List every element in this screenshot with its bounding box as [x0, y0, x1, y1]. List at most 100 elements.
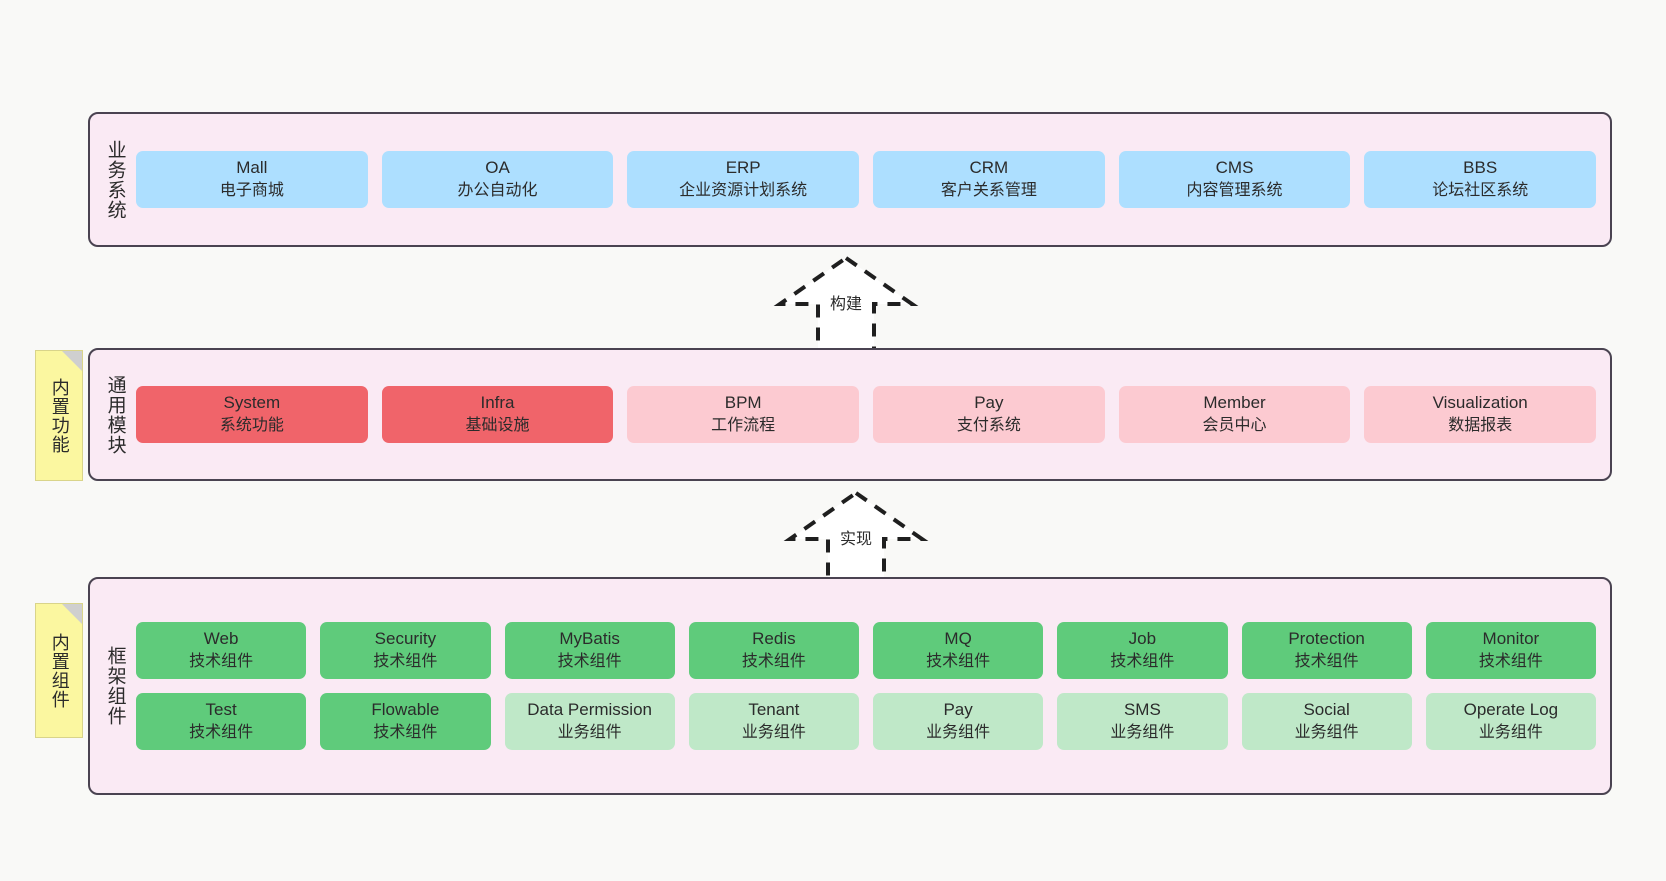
node-title: Redis — [752, 629, 796, 649]
business-node-erp[interactable]: ERP 企业资源计划系统 — [627, 151, 860, 208]
node-subtitle: 业务组件 — [926, 723, 991, 741]
module-node-system[interactable]: System 系统功能 — [136, 386, 368, 443]
framework-tech-row: Web 技术组件 Security 技术组件 MyBatis 技术组件 Redi… — [136, 622, 1596, 679]
node-subtitle: 办公自动化 — [457, 182, 538, 200]
node-title: Test — [205, 700, 237, 719]
node-subtitle: 技术组件 — [189, 653, 254, 671]
node-subtitle: 业务组件 — [1110, 723, 1175, 741]
business-node-oa[interactable]: OA 办公自动化 — [381, 151, 614, 208]
layer-title-business: 业务系统 — [104, 139, 126, 220]
node-subtitle: 电子商城 — [219, 182, 284, 200]
node-subtitle: 工作流程 — [711, 417, 776, 435]
business-node-row: Mall 电子商城 OA 办公自动化 ERP 企业资源计划系统 CRM 客户关系… — [136, 151, 1597, 208]
node-title: Security — [374, 629, 437, 649]
node-title: Pay — [943, 700, 973, 719]
framework-node-social[interactable]: Social 业务组件 — [1241, 693, 1412, 750]
business-node-bbs[interactable]: BBS 论坛社区系统 — [1364, 151, 1597, 208]
module-node-member[interactable]: Member 会员中心 — [1118, 386, 1351, 443]
node-subtitle: 业务组件 — [741, 723, 806, 741]
node-title: Member — [1203, 393, 1266, 413]
layer-panel-modules: 通用模块 System 系统功能 Infra 基础设施 BPM 工作流程 Pay — [88, 348, 1612, 481]
framework-node-web[interactable]: Web 技术组件 — [136, 622, 307, 679]
sticky-note-builtin-components: 内置组件 — [35, 603, 83, 738]
framework-biz-row: Test 技术组件 Flowable 技术组件 Data Permission … — [136, 693, 1596, 750]
connector-implement-arrow: 实现 — [766, 487, 946, 587]
node-subtitle: 企业资源计划系统 — [679, 182, 808, 200]
framework-node-operate-log[interactable]: Operate Log 业务组件 — [1425, 693, 1596, 750]
node-title: Infra — [480, 393, 515, 413]
node-title: Monitor — [1482, 629, 1540, 649]
node-subtitle: 技术组件 — [373, 723, 438, 741]
module-node-visualization[interactable]: Visualization 数据报表 — [1364, 386, 1597, 443]
module-node-bpm[interactable]: BPM 工作流程 — [627, 386, 860, 443]
framework-node-mybatis[interactable]: MyBatis 技术组件 — [504, 622, 675, 679]
node-subtitle: 技术组件 — [926, 653, 991, 671]
framework-node-mq[interactable]: MQ 技术组件 — [873, 622, 1044, 679]
node-subtitle: 技术组件 — [557, 653, 622, 671]
framework-node-security[interactable]: Security 技术组件 — [320, 622, 491, 679]
node-title: OA — [485, 158, 510, 178]
page-fold-icon — [62, 604, 82, 624]
node-title: Data Permission — [527, 700, 652, 719]
module-node-pay[interactable]: Pay 支付系统 — [873, 386, 1105, 443]
node-title: MQ — [944, 629, 972, 649]
framework-node-job[interactable]: Job 技术组件 — [1057, 622, 1228, 679]
node-subtitle: 客户关系管理 — [940, 182, 1037, 200]
node-subtitle: 技术组件 — [373, 653, 438, 671]
node-title: Protection — [1288, 629, 1365, 649]
connector-build-arrow: 构建 — [756, 252, 936, 352]
layer-body-business: Mall 电子商城 OA 办公自动化 ERP 企业资源计划系统 CRM 客户关系… — [134, 114, 1610, 245]
node-subtitle: 会员中心 — [1202, 417, 1267, 435]
framework-node-protection[interactable]: Protection 技术组件 — [1241, 622, 1412, 679]
node-subtitle: 数据报表 — [1448, 417, 1513, 435]
page-fold-icon — [62, 351, 82, 371]
framework-node-data-permission[interactable]: Data Permission 业务组件 — [504, 693, 675, 750]
node-subtitle: 内容管理系统 — [1186, 182, 1283, 200]
node-title: CMS — [1215, 158, 1254, 178]
node-subtitle: 技术组件 — [1294, 653, 1359, 671]
framework-node-tenant[interactable]: Tenant 业务组件 — [688, 693, 859, 750]
framework-node-flowable[interactable]: Flowable 技术组件 — [320, 693, 491, 750]
layer-panel-framework: 框架组件 Web 技术组件 Security 技术组件 MyBatis 技术组件… — [88, 577, 1612, 795]
node-title: Web — [203, 629, 239, 649]
node-title: Job — [1128, 629, 1157, 649]
node-title: Pay — [974, 393, 1004, 413]
layer-body-modules: System 系统功能 Infra 基础设施 BPM 工作流程 Pay 支付系统… — [134, 350, 1610, 479]
framework-node-pay[interactable]: Pay 业务组件 — [873, 693, 1044, 750]
modules-node-row: System 系统功能 Infra 基础设施 BPM 工作流程 Pay 支付系统… — [136, 386, 1597, 443]
node-subtitle: 业务组件 — [1478, 723, 1543, 741]
node-title: BPM — [724, 393, 762, 413]
business-node-cms[interactable]: CMS 内容管理系统 — [1118, 151, 1351, 208]
node-title: Mall — [236, 158, 268, 178]
node-title: Flowable — [371, 700, 440, 719]
node-subtitle: 业务组件 — [1294, 723, 1359, 741]
node-title: Social — [1303, 700, 1350, 719]
node-subtitle: 技术组件 — [189, 723, 254, 741]
node-title: ERP — [725, 158, 761, 178]
node-title: SMS — [1123, 700, 1161, 719]
node-subtitle: 论坛社区系统 — [1432, 182, 1529, 200]
framework-node-redis[interactable]: Redis 技术组件 — [688, 622, 859, 679]
node-subtitle: 技术组件 — [1478, 653, 1543, 671]
layer-title-modules: 通用模块 — [104, 374, 126, 455]
layer-body-framework: Web 技术组件 Security 技术组件 MyBatis 技术组件 Redi… — [134, 579, 1610, 793]
layer-panel-business: 业务系统 Mall 电子商城 OA 办公自动化 ERP 企业资源计划系统 CRM — [88, 112, 1612, 247]
framework-node-test[interactable]: Test 技术组件 — [136, 693, 307, 750]
node-title: System — [223, 393, 281, 413]
node-subtitle: 业务组件 — [557, 723, 622, 741]
module-node-infra[interactable]: Infra 基础设施 — [381, 386, 614, 443]
node-subtitle: 系统功能 — [219, 417, 284, 435]
business-node-crm[interactable]: CRM 客户关系管理 — [873, 151, 1105, 208]
sticky-note-builtin-features: 内置功能 — [35, 350, 83, 481]
layer-title-framework: 框架组件 — [104, 646, 126, 726]
node-title: Tenant — [748, 700, 800, 719]
node-title: BBS — [1463, 158, 1498, 178]
node-title: Operate Log — [1463, 700, 1559, 719]
framework-node-monitor[interactable]: Monitor 技术组件 — [1425, 622, 1596, 679]
sticky-note-label: 内置组件 — [49, 632, 70, 709]
node-subtitle: 基础设施 — [465, 417, 530, 435]
framework-node-sms[interactable]: SMS 业务组件 — [1057, 693, 1228, 750]
sticky-note-label: 内置功能 — [49, 377, 70, 454]
business-node-mall[interactable]: Mall 电子商城 — [136, 151, 368, 208]
